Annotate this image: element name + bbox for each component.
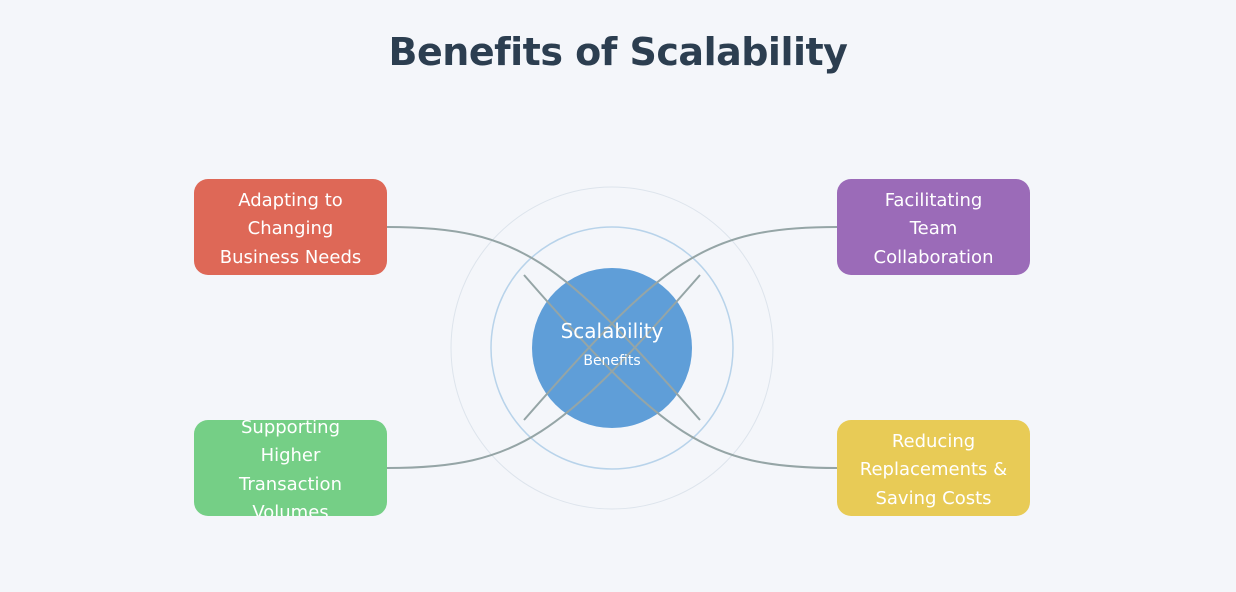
node-saving-costs: Reducing Replacements & Saving Costs	[837, 420, 1030, 516]
center-title: Scalability	[560, 319, 664, 343]
node-transaction-volumes: Supporting Higher Transaction Volumes	[194, 420, 387, 516]
connector-bottom-left	[386, 274, 701, 469]
center-circle	[532, 268, 692, 428]
node-label: Reducing Replacements & Saving Costs	[859, 430, 1008, 509]
connector-bottom-right	[523, 274, 838, 469]
node-adapting-business-needs: Adapting to Changing Business Needs	[194, 179, 387, 275]
page-title: Benefits of Scalability	[388, 30, 848, 74]
connector-top-right	[523, 226, 838, 421]
node-label: Supporting Higher Transaction Volumes	[239, 420, 342, 516]
node-team-collaboration: Facilitating Team Collaboration	[837, 179, 1030, 275]
outer-ring	[450, 186, 774, 510]
node-label: Facilitating Team Collaboration	[873, 189, 994, 268]
inner-ring	[490, 226, 734, 470]
connector-top-left	[386, 226, 701, 421]
node-label: Adapting to Changing Business Needs	[219, 189, 362, 268]
center-subtitle: Benefits	[583, 353, 641, 369]
